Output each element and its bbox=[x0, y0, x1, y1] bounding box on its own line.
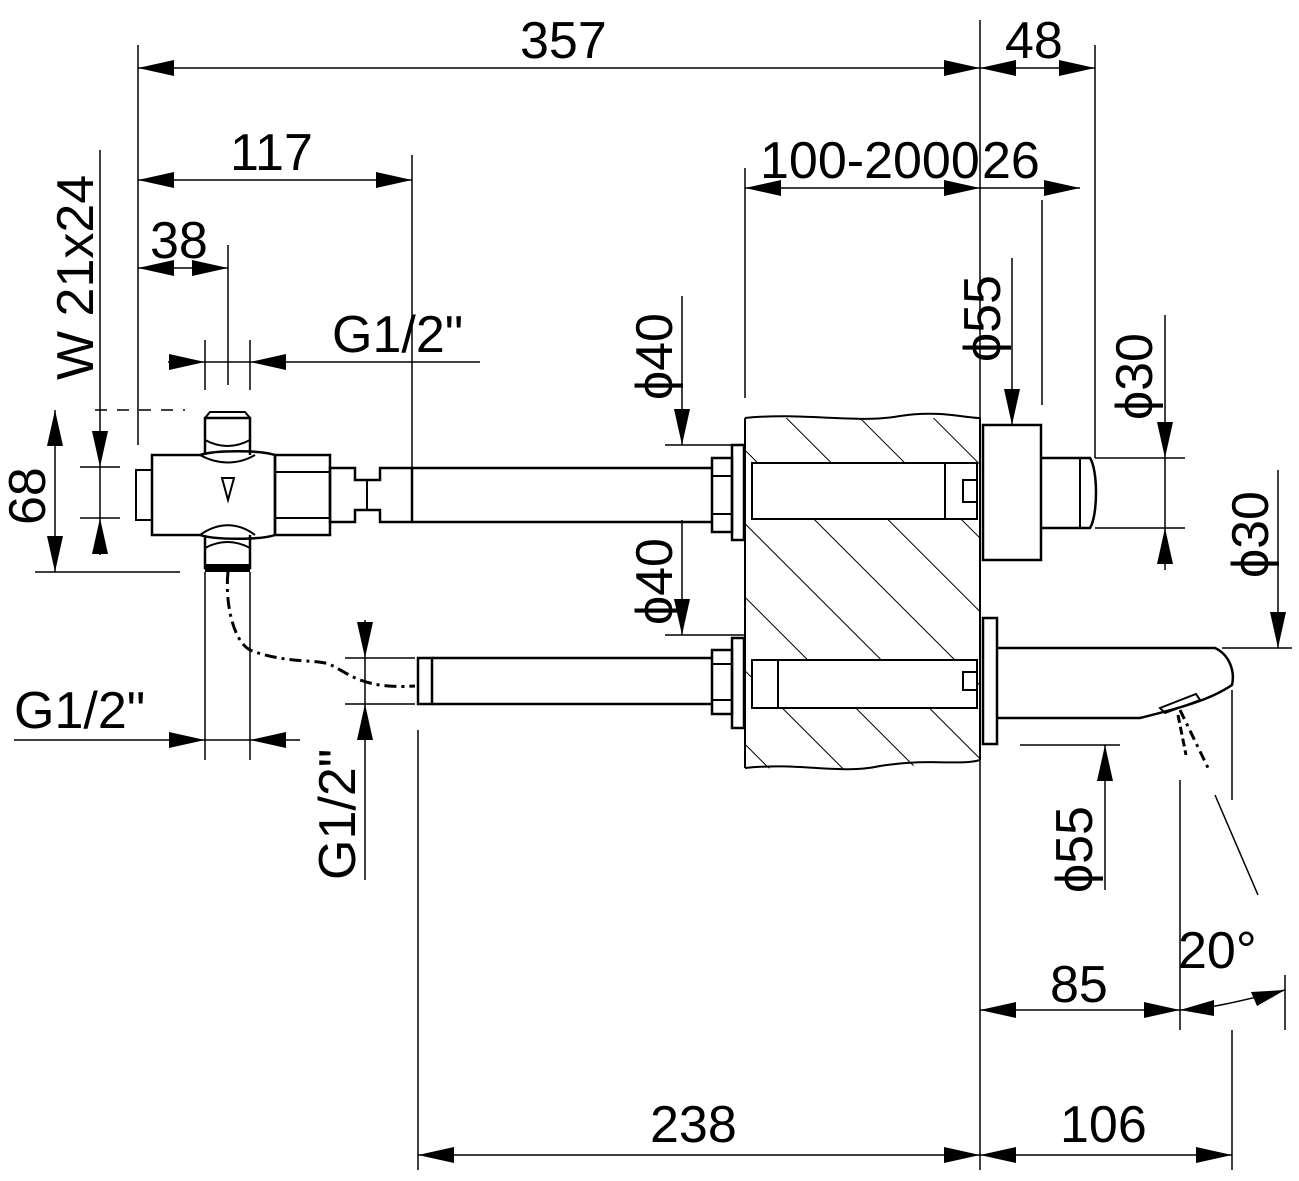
dim-rosette-dia-lower: ϕ55 bbox=[1046, 806, 1104, 893]
dim-body-width: 38 bbox=[150, 212, 208, 270]
dim-outlet-thread-bottom: G1/2" bbox=[14, 682, 145, 740]
dim-rosette-dia-upper: ϕ55 bbox=[954, 275, 1012, 362]
dim-spout-height: ϕ30 bbox=[1222, 491, 1280, 578]
dim-spout-reach: 85 bbox=[1050, 956, 1108, 1014]
dim-body-height: 68 bbox=[0, 467, 57, 525]
dim-spout-total: 106 bbox=[1060, 1096, 1147, 1154]
dim-spray-angle: 20° bbox=[1178, 922, 1257, 980]
dim-valve-to-joint: 117 bbox=[230, 124, 313, 182]
dimension-labels: 357 48 117 100-2000 26 38 G1/2" W 21x24 … bbox=[0, 12, 1280, 1154]
dim-inlet-thread-top: G1/2" bbox=[332, 306, 463, 364]
dim-lower-length: 238 bbox=[650, 1096, 737, 1154]
dimension-lines bbox=[14, 20, 1292, 1170]
dim-pipe-dia-upper: ϕ40 bbox=[626, 313, 684, 400]
dim-right-offset: 48 bbox=[1005, 12, 1063, 70]
upper-pipe bbox=[412, 443, 746, 542]
dim-button-dia: ϕ30 bbox=[1106, 333, 1164, 420]
dim-wall-range: 100-2000 bbox=[760, 132, 980, 190]
dim-pipe-dia-lower: ϕ40 bbox=[626, 538, 684, 625]
dim-inlet-thread-side: W 21x24 bbox=[47, 175, 105, 380]
dim-outlet-thread-vertical: G1/2" bbox=[309, 749, 367, 880]
valve-body bbox=[135, 411, 414, 572]
dim-overall-length: 357 bbox=[520, 12, 607, 70]
spout bbox=[981, 616, 1234, 773]
wall-section bbox=[744, 412, 981, 772]
dim-cover-depth: 26 bbox=[982, 132, 1040, 190]
push-button-assembly bbox=[981, 423, 1098, 562]
lower-pipe bbox=[225, 571, 746, 730]
